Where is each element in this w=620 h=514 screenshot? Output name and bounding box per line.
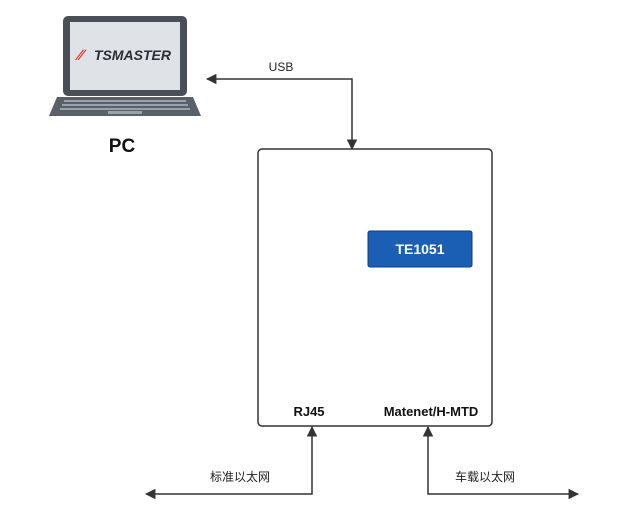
usb-link: [205, 73, 358, 151]
laptop-screen: [70, 22, 180, 90]
keyboard-keys: [60, 100, 190, 110]
matenet-port-label: Matenet/H-MTD: [384, 404, 479, 419]
pc-label: PC: [109, 136, 136, 157]
device-box: [257, 148, 493, 427]
tsmaster-logo-text: TSMASTER: [94, 47, 172, 63]
te1051-chip: TE1051: [367, 230, 473, 268]
usb-label: USB: [269, 60, 294, 74]
rj45-port-label: RJ45: [293, 404, 324, 419]
automotive-ethernet-label: 车载以太网: [455, 469, 515, 484]
laptop-icon: ∕∕ TSMASTER: [49, 16, 201, 116]
automotive-ethernet-link: [422, 425, 580, 500]
standard-ethernet-label: 标准以太网: [210, 469, 270, 484]
te1051-label: TE1051: [395, 241, 444, 257]
standard-ethernet-link: [144, 425, 318, 500]
